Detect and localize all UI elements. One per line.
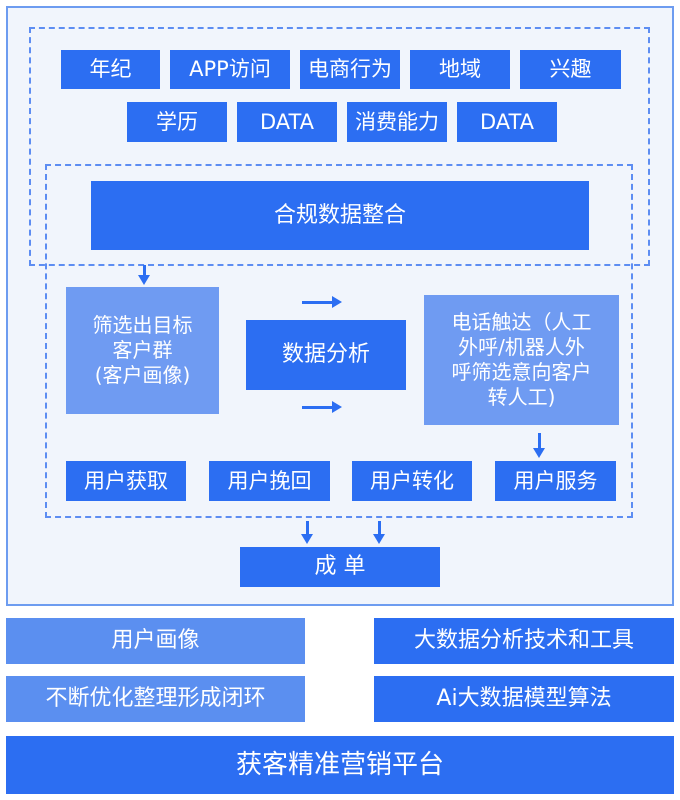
tag-app-visits: APP访问: [170, 50, 290, 89]
platform-title: 获客精准营销平台: [6, 736, 674, 794]
tag-region: 地域: [410, 50, 510, 89]
tag-education: 学历: [127, 102, 227, 142]
tag-data-2: DATA: [457, 102, 557, 142]
data-source-group: [29, 27, 650, 266]
target-customer-group: 筛选出目标 客户群 (客户画像): [66, 287, 219, 414]
step-user-acquisition: 用户获取: [66, 461, 186, 501]
feature-user-profile: 用户画像: [6, 618, 305, 664]
step-user-conversion: 用户转化: [352, 461, 472, 501]
feature-big-data-tools: 大数据分析技术和工具: [374, 618, 674, 664]
data-analysis: 数据分析: [246, 320, 406, 390]
tag-spending-power: 消费能力: [347, 102, 447, 142]
arrow-down-icon: [301, 521, 313, 544]
arrow-right-icon: [302, 401, 342, 413]
arrow-down-icon: [138, 265, 150, 285]
tag-data-1: DATA: [237, 102, 337, 142]
feature-closed-loop-optimization: 不断优化整理形成闭环: [6, 676, 305, 722]
arrow-down-icon: [533, 433, 545, 458]
arrow-down-icon: [373, 521, 385, 544]
marketing-process-group: [45, 164, 633, 518]
deal-closed: 成 单: [240, 547, 440, 587]
compliant-data-integration: 合规数据整合: [91, 181, 589, 250]
phone-outreach: 电话触达（人工 外呼/机器人外 呼筛选意向客户 转人工): [424, 295, 619, 425]
step-user-retention: 用户挽回: [209, 461, 330, 501]
tag-ecommerce-behavior: 电商行为: [300, 50, 400, 89]
feature-ai-model-algorithms: Ai大数据模型算法: [374, 676, 674, 722]
arrow-right-icon: [302, 296, 342, 308]
tag-age: 年纪: [61, 50, 160, 89]
tag-interests: 兴趣: [520, 50, 621, 89]
step-user-service: 用户服务: [495, 461, 616, 501]
